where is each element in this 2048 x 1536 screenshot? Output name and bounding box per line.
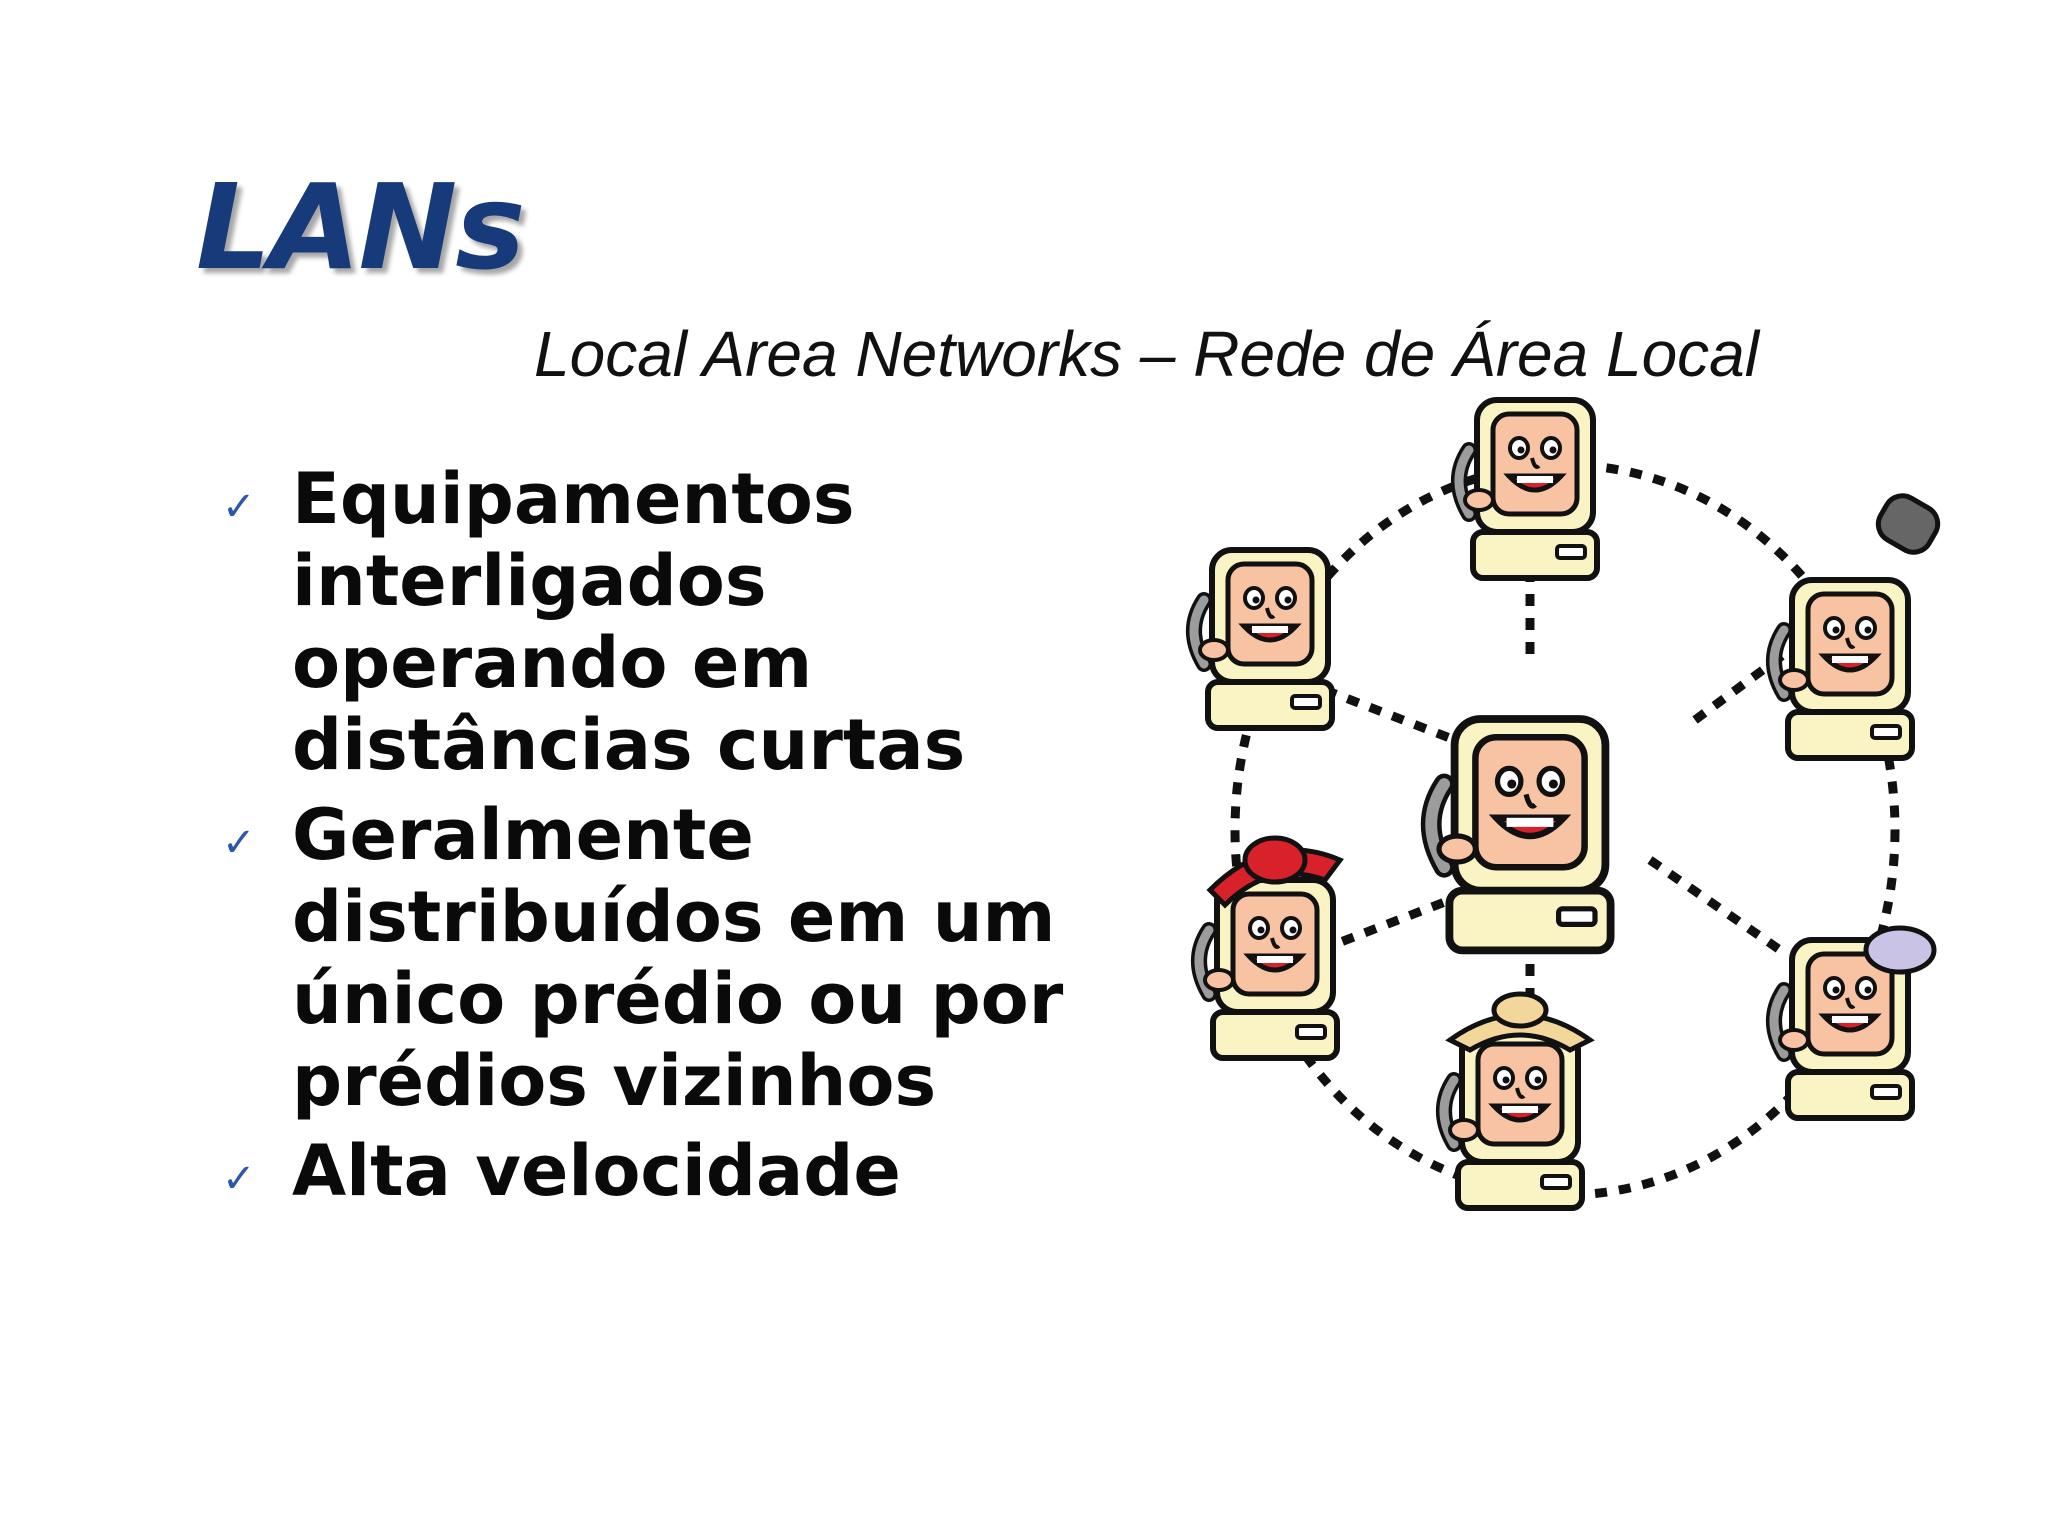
bullet-list: ✓ Equipamentos interligados operando em …: [222, 458, 1102, 1220]
slide-subtitle: Local Area Networks – Rede de Área Local: [534, 318, 1759, 390]
bullet-text: Equipamentos interligados operando em di…: [292, 458, 966, 786]
bullet-text: Geralmente distribuídos em um único préd…: [292, 794, 1064, 1122]
slide-title: LANs: [196, 158, 526, 296]
bullet-item: ✓ Alta velocidade: [222, 1130, 1102, 1212]
bullet-item: ✓ Equipamentos interligados operando em …: [222, 458, 1102, 786]
check-icon: ✓: [222, 1156, 256, 1202]
network-computers-illustration: [1150, 390, 1941, 1250]
check-icon: ✓: [222, 484, 256, 530]
bullet-text: Alta velocidade: [292, 1130, 901, 1212]
check-icon: ✓: [222, 820, 256, 866]
bullet-item: ✓ Geralmente distribuídos em um único pr…: [222, 794, 1102, 1122]
